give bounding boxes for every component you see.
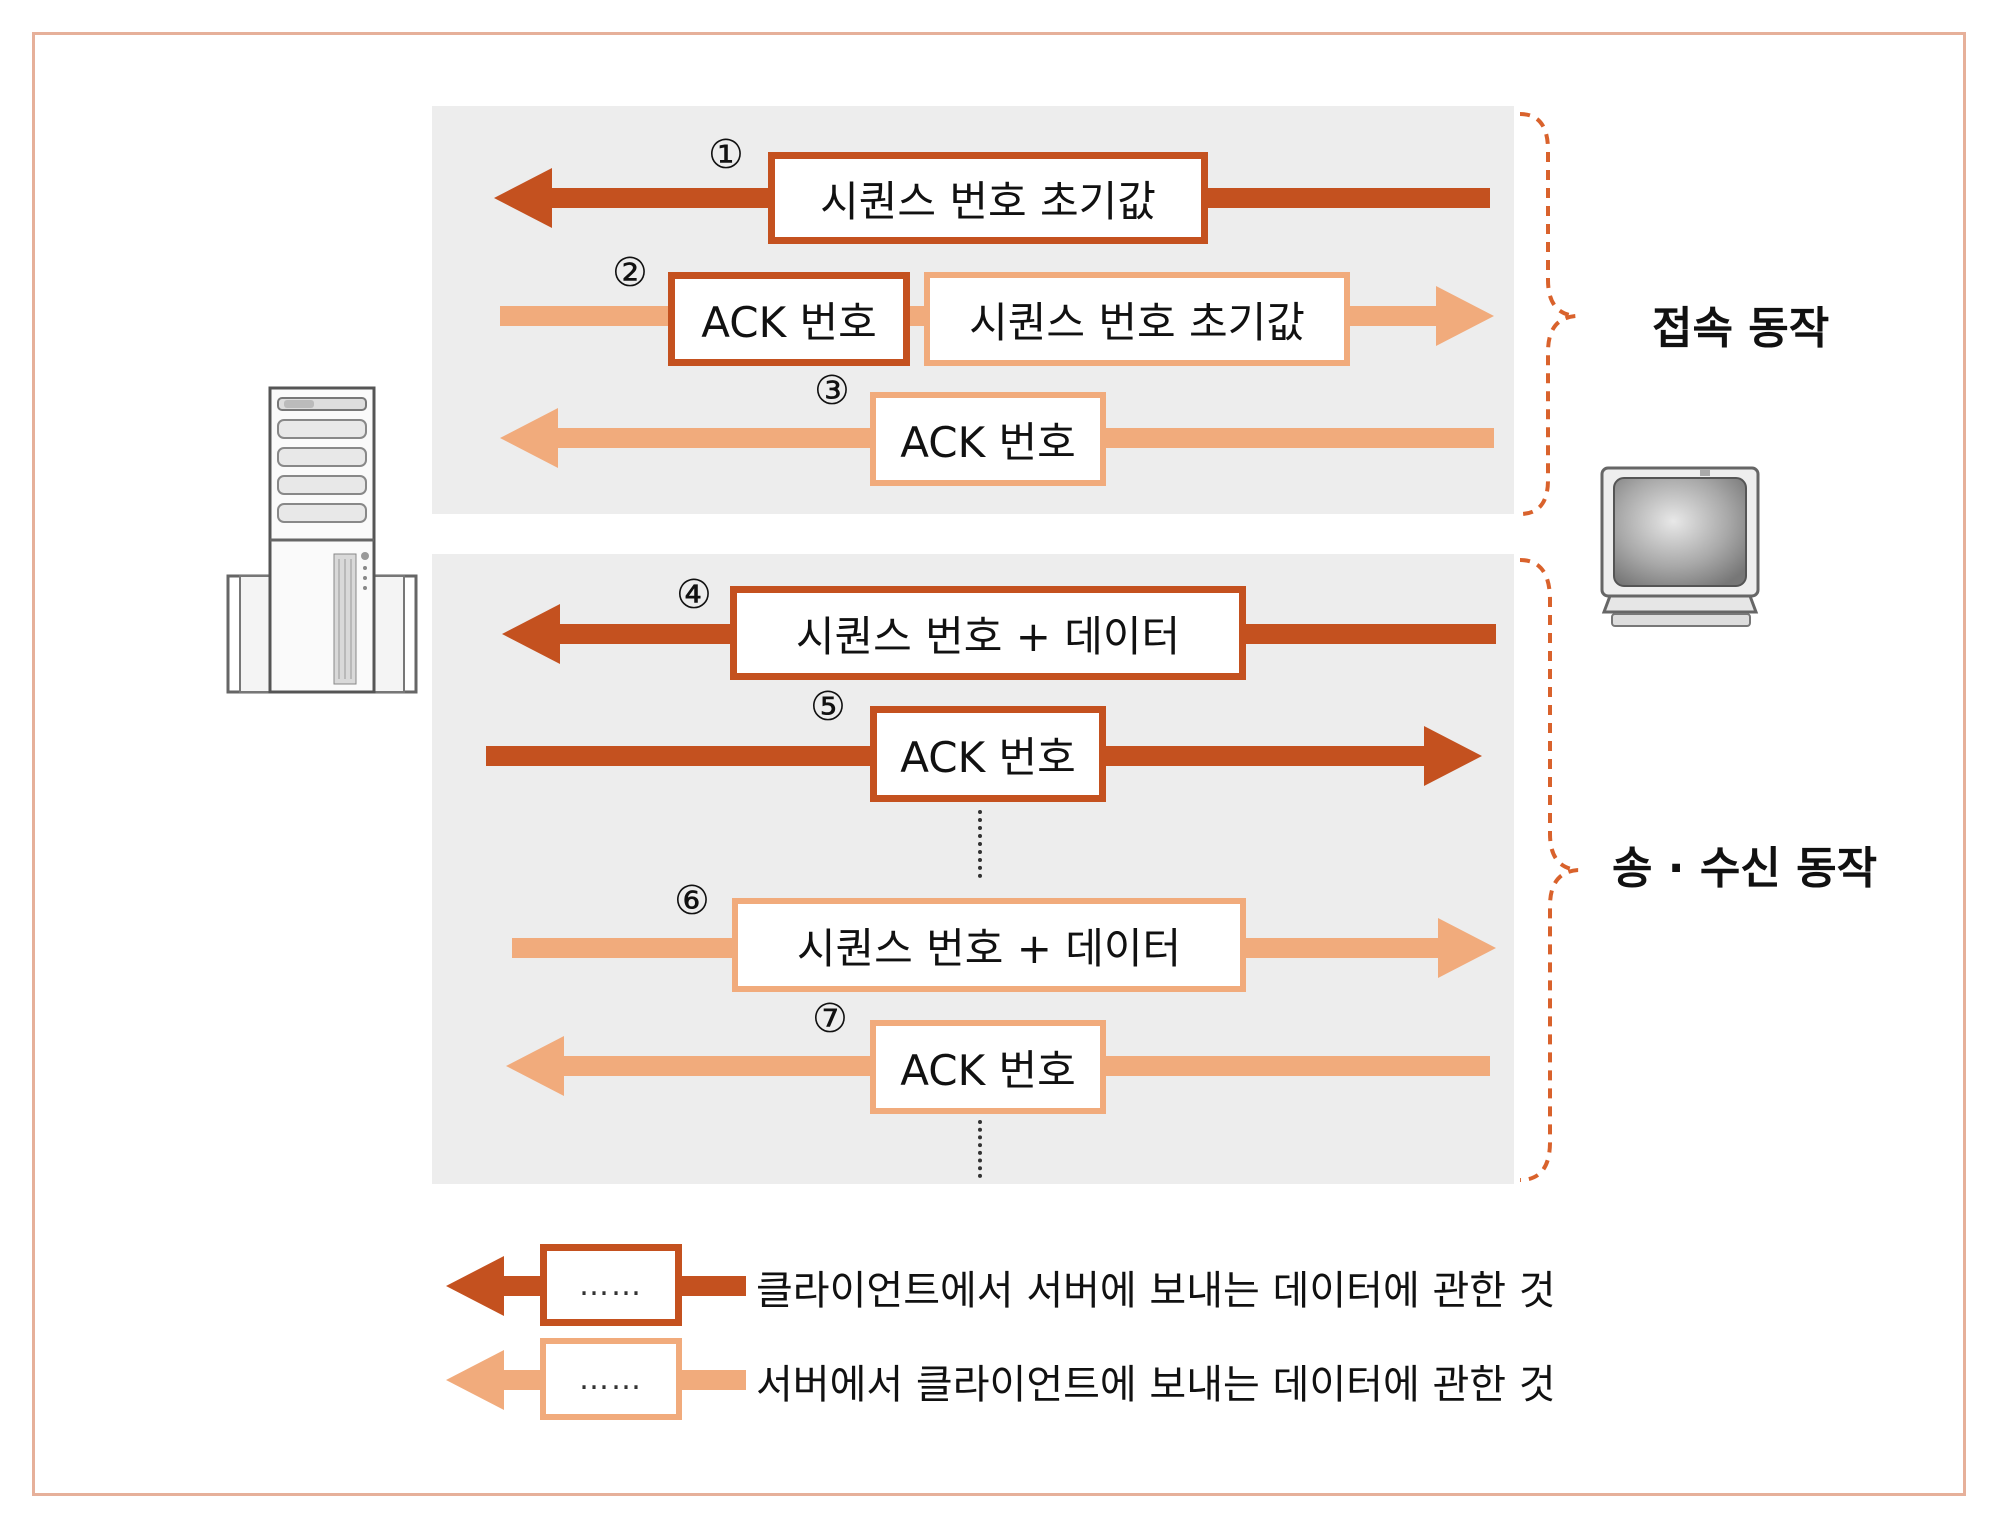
step7-arrowhead bbox=[506, 1036, 564, 1096]
step4-number: ④ bbox=[676, 572, 712, 618]
legend-light-box: …… bbox=[540, 1338, 682, 1420]
legend-light-arrowhead bbox=[446, 1350, 504, 1410]
step7-box: ACK 번호 bbox=[870, 1020, 1106, 1114]
step3-box: ACK 번호 bbox=[870, 392, 1106, 486]
step6-number: ⑥ bbox=[674, 878, 710, 924]
step1-label: 시퀀스 번호 초기값 bbox=[820, 176, 1156, 226]
step6-arrowhead bbox=[1438, 918, 1496, 978]
step5-number: ⑤ bbox=[810, 684, 846, 730]
legend-dark-arrowhead bbox=[446, 1256, 504, 1316]
step5-label: ACK 번호 bbox=[900, 732, 1076, 782]
step4-arrowhead bbox=[502, 604, 560, 664]
step6-box: 시퀀스 번호 + 데이터 bbox=[732, 898, 1246, 992]
continuation-dots-2 bbox=[978, 1120, 982, 1178]
step4-box: 시퀀스 번호 + 데이터 bbox=[730, 586, 1246, 680]
step7-label: ACK 번호 bbox=[900, 1045, 1076, 1095]
step2-arrowhead bbox=[1436, 286, 1494, 346]
step7-number: ⑦ bbox=[812, 996, 848, 1042]
step4-label: 시퀀스 번호 + 데이터 bbox=[795, 611, 1181, 661]
step3-arrowhead bbox=[500, 408, 558, 468]
figure-frame bbox=[32, 32, 1966, 1496]
legend-dark-dots: …… bbox=[579, 1267, 643, 1303]
step2-seq-label: 시퀀스 번호 초기값 bbox=[969, 297, 1305, 347]
step2-seq-box: 시퀀스 번호 초기값 bbox=[924, 272, 1350, 366]
continuation-dots-1 bbox=[978, 810, 982, 878]
step1-arrowhead bbox=[494, 168, 552, 228]
step1-number: ① bbox=[708, 132, 744, 178]
legend-light-dots: …… bbox=[579, 1361, 643, 1397]
legend-server-to-client-text: 서버에서 클라이언트에 보내는 데이터에 관한 것 bbox=[756, 1362, 1556, 1408]
connection-brace bbox=[1519, 112, 1577, 516]
transfer-brace bbox=[1519, 558, 1579, 1182]
step5-box: ACK 번호 bbox=[870, 706, 1106, 802]
step2-ack-box: ACK 번호 bbox=[668, 272, 910, 366]
legend-client-to-server-text: 클라이언트에서 서버에 보내는 데이터에 관한 것 bbox=[756, 1268, 1556, 1314]
server-tower-icon bbox=[226, 386, 418, 694]
step1-box: 시퀀스 번호 초기값 bbox=[768, 152, 1208, 244]
step2-ack-label: ACK 번호 bbox=[701, 297, 877, 347]
monitor-icon bbox=[1600, 466, 1760, 627]
legend-dark-box: …… bbox=[540, 1244, 682, 1326]
step3-number: ③ bbox=[814, 368, 850, 414]
step2-number: ② bbox=[612, 250, 648, 296]
connection-section-label: 접속 동작 bbox=[1652, 303, 1830, 354]
step6-label: 시퀀스 번호 + 데이터 bbox=[796, 923, 1182, 973]
transfer-section-label: 송 · 수신 동작 bbox=[1612, 843, 1878, 894]
step3-label: ACK 번호 bbox=[900, 417, 1076, 467]
step5-arrowhead bbox=[1424, 726, 1482, 786]
